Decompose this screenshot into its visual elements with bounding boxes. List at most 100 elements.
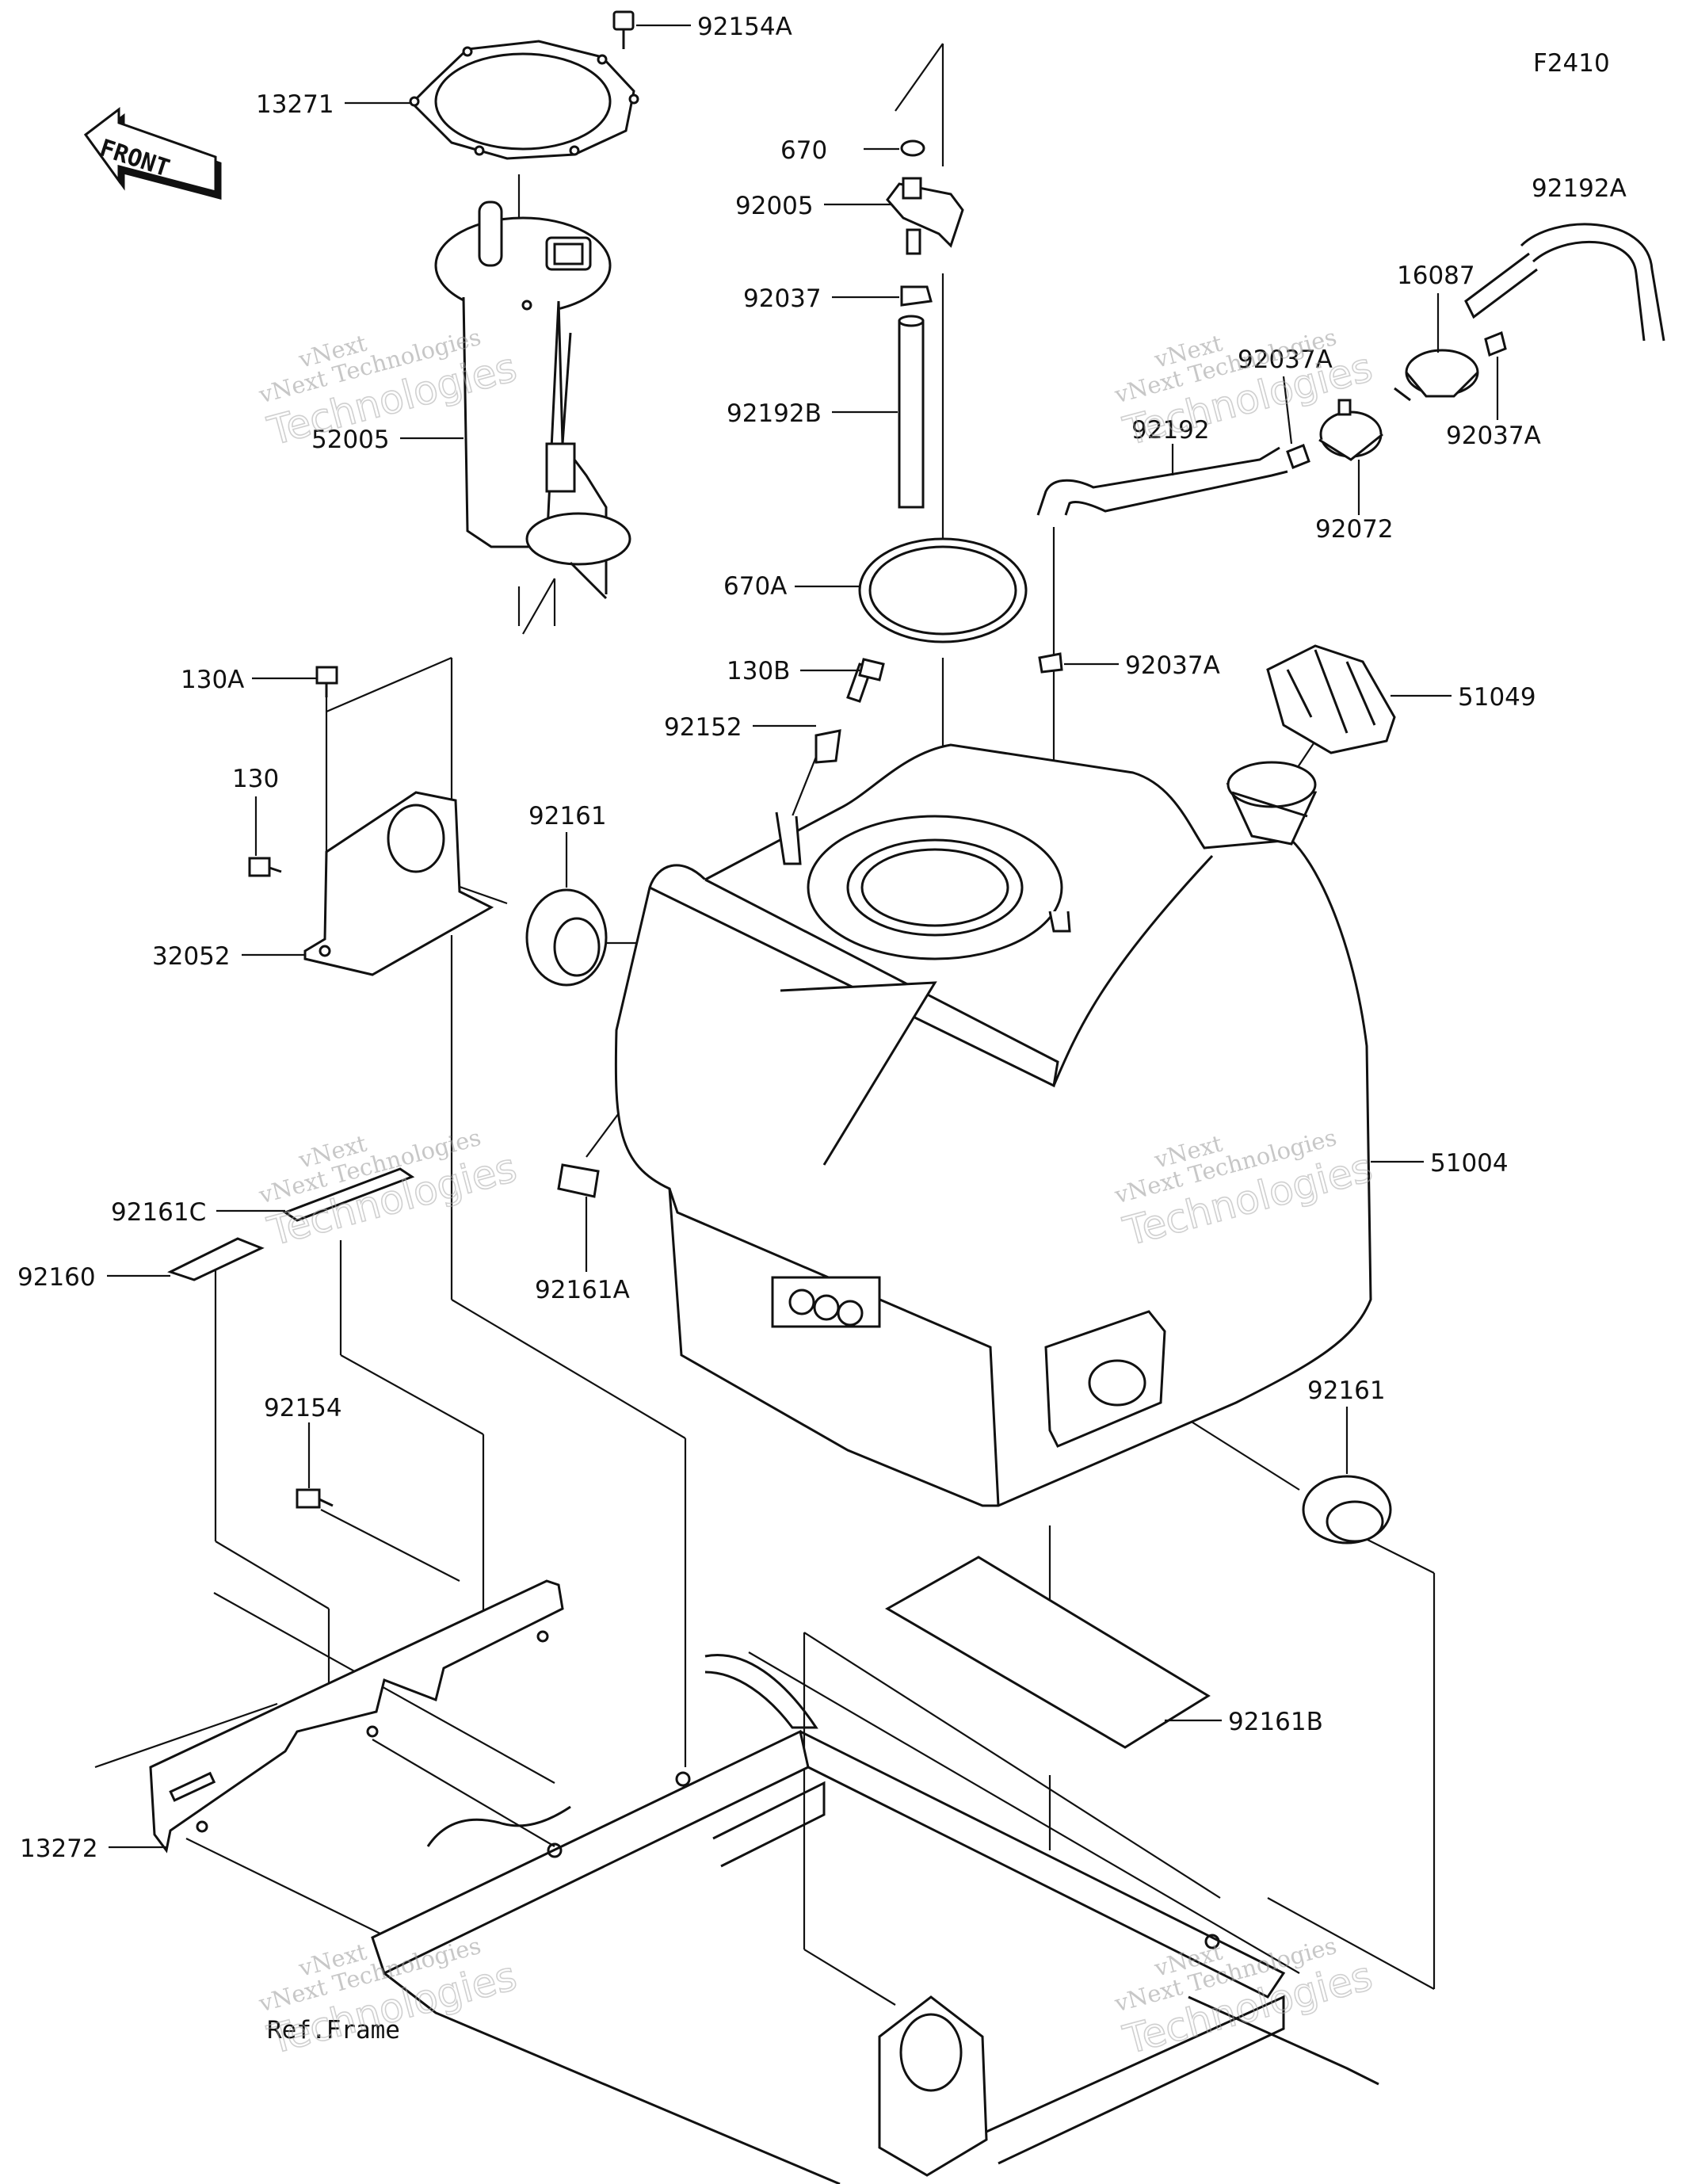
part-number: 130A xyxy=(181,666,244,694)
bolt-130B xyxy=(846,658,885,703)
part-number: 92192 xyxy=(1131,416,1210,445)
grommet-92161-lower xyxy=(1302,1475,1392,1544)
bracket-32052 xyxy=(303,791,494,976)
gasket-13271 xyxy=(409,40,639,160)
part-number: 51049 xyxy=(1458,683,1536,712)
part-number: 92005 xyxy=(735,192,814,220)
bolt-92154A xyxy=(612,10,635,49)
part-number: 92161C xyxy=(111,1198,206,1227)
part-label-p-92037: 92037 xyxy=(743,284,899,313)
part-number: 130B xyxy=(727,657,790,685)
part-label-p-16087: 16087 xyxy=(1397,262,1475,353)
clamp-92037 xyxy=(900,285,933,307)
part-label-p-13272: 13272 xyxy=(20,1835,166,1863)
pad-92160 xyxy=(167,1237,265,1281)
part-number: 92072 xyxy=(1315,515,1394,544)
collar-92152 xyxy=(814,729,841,764)
part-label-p-92161B: 92161B xyxy=(1165,1708,1323,1736)
hose-92192B xyxy=(898,315,925,509)
part-number: 92160 xyxy=(17,1263,96,1292)
fuel-pump-52005 xyxy=(434,200,631,600)
part-label-p-92152: 92152 xyxy=(664,713,816,742)
leader-line xyxy=(1282,376,1293,445)
figure-id: F2410 xyxy=(1533,49,1610,78)
part-label-p-670: 670 xyxy=(780,136,899,165)
frame-ref xyxy=(371,1654,1379,2184)
o-ring-670A xyxy=(858,537,1028,643)
part-label-p-92005: 92005 xyxy=(735,192,891,220)
clamp-92037A-mid xyxy=(1286,444,1310,469)
part-label-p-92037A-c: 92037A xyxy=(1064,651,1220,680)
part-label-p-92161-a: 92161 xyxy=(528,802,607,888)
part-label-p-92192A: 92192A xyxy=(1532,174,1627,203)
part-label-p-130: 130 xyxy=(232,765,279,856)
filter-16087 xyxy=(1394,349,1479,402)
part-number: 92037A xyxy=(1125,651,1220,680)
damper-92161A xyxy=(557,1163,600,1198)
part-number: 16087 xyxy=(1397,262,1475,290)
part-label-p-92037A-b: 92037A xyxy=(1446,357,1541,450)
fuel-tank-51004 xyxy=(614,743,1372,1507)
part-label-p-92161C: 92161C xyxy=(111,1198,285,1227)
part-label-p-92161-b: 92161 xyxy=(1307,1376,1386,1474)
part-labels: 92154A 13271 670 92005 92037 92192B 670A 52005 9… xyxy=(17,13,1627,1863)
clamp-92037A-low xyxy=(1038,652,1063,674)
part-number: 92161B xyxy=(1228,1708,1323,1736)
bracket-13272 xyxy=(149,1579,564,1854)
fitting-92072 xyxy=(1318,399,1383,461)
part-label-p-92192B: 92192B xyxy=(727,399,898,428)
clamp-92037A-top xyxy=(1484,330,1507,357)
part-number: 92161 xyxy=(1307,1376,1386,1405)
part-label-p-92154: 92154 xyxy=(264,1394,342,1488)
bolt-130A xyxy=(315,666,338,697)
part-label-p-92072: 92072 xyxy=(1315,460,1394,544)
washer-670 xyxy=(900,139,925,157)
part-label-p-92037A-a: 92037A xyxy=(1238,346,1333,445)
grommet-92161-upper xyxy=(525,888,608,987)
part-number: 92161A xyxy=(535,1276,630,1304)
pad-92161B xyxy=(884,1556,1211,1749)
part-label-p-51004: 51004 xyxy=(1371,1149,1509,1178)
part-label-p-92154A: 92154A xyxy=(636,13,792,41)
fitting-92005 xyxy=(886,177,964,255)
bolt-92154 xyxy=(296,1488,334,1509)
part-label-p-13271: 13271 xyxy=(256,90,412,119)
part-number: 13272 xyxy=(20,1835,98,1863)
part-label-p-92192: 92192 xyxy=(1131,416,1210,475)
watermark-6: vNext vNext Technologies Technologies xyxy=(1111,1932,1377,2064)
fuel-cap-51049 xyxy=(1266,644,1396,754)
part-number: 92037 xyxy=(743,284,822,313)
ref-frame-label: Ref.Frame xyxy=(267,2016,400,2045)
part-label-p-130B: 130B xyxy=(727,657,860,685)
part-number: 92037A xyxy=(1446,422,1541,450)
pad-92161C xyxy=(282,1167,415,1222)
part-number: 52005 xyxy=(311,426,390,454)
part-number: 670 xyxy=(780,136,827,165)
part-number: 670A xyxy=(723,572,787,601)
part-label-p-92161A: 92161A xyxy=(535,1197,630,1304)
part-number: 92152 xyxy=(664,713,742,742)
part-number: 92161 xyxy=(528,802,607,830)
part-number: 51004 xyxy=(1430,1149,1509,1178)
part-label-p-92160: 92160 xyxy=(17,1263,170,1292)
hose-92192A xyxy=(1464,223,1665,342)
front-arrow-icon xyxy=(83,106,222,200)
part-label-p-130A: 130A xyxy=(181,666,317,694)
watermark-3: vNext vNext Technologies Technologies xyxy=(255,1124,521,1255)
part-number: 92154 xyxy=(264,1394,342,1422)
part-number: 92154A xyxy=(697,13,792,41)
part-number: 92192B xyxy=(727,399,822,428)
part-number: 92192A xyxy=(1532,174,1627,203)
part-number: 32052 xyxy=(152,942,231,971)
part-number: 92037A xyxy=(1238,346,1333,374)
part-label-p-32052: 32052 xyxy=(152,942,305,971)
part-label-p-51049: 51049 xyxy=(1391,683,1536,712)
part-label-p-670A: 670A xyxy=(723,572,860,601)
part-number: 130 xyxy=(232,765,279,793)
part-label-p-52005: 52005 xyxy=(311,426,464,454)
hose-92192 xyxy=(1036,446,1288,516)
bolt-130 xyxy=(248,857,282,877)
part-number: 13271 xyxy=(256,90,334,119)
